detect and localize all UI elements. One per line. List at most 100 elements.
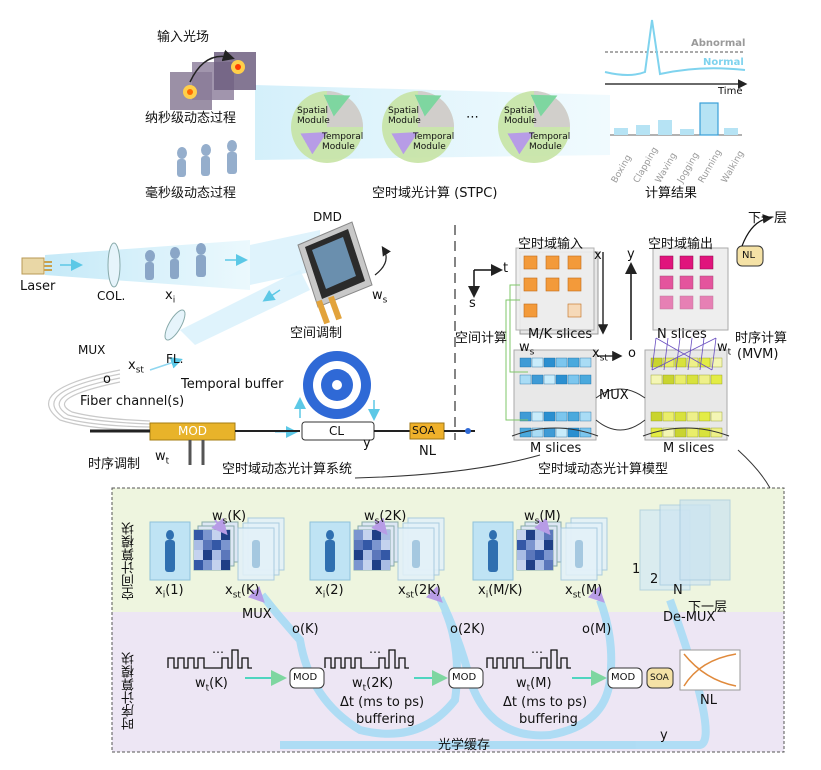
input-field-frames — [170, 49, 256, 110]
pulse-ellipsis: ⋯ — [212, 645, 224, 659]
pulse-train — [167, 649, 252, 669]
input-cell — [523, 277, 538, 292]
mux-cell-left — [519, 427, 532, 438]
label-col: COL. — [97, 289, 126, 303]
input-cell — [523, 255, 538, 270]
weight-cell — [526, 560, 535, 570]
weight-cell — [517, 560, 526, 570]
mux-cell-left — [579, 411, 592, 422]
input-grid — [523, 255, 582, 318]
weight-cell — [363, 550, 372, 560]
label-m-slices-right: M slices — [663, 441, 715, 456]
label-xst-m: xst(M) — [565, 583, 603, 601]
modulator — [90, 422, 300, 465]
label-axis-t: t — [503, 261, 509, 276]
label-xst-system: xst — [128, 358, 144, 376]
label-input-field: 输入光场 — [157, 30, 210, 45]
nl-box-model — [736, 245, 764, 267]
mux-cell-left — [567, 411, 580, 422]
mux-cell-left — [519, 411, 532, 422]
label-temporal-buffer: Temporal buffer — [181, 377, 284, 392]
mux-cell-right — [698, 374, 711, 385]
mux-cell-left — [531, 374, 544, 385]
label-m-slices-left: M slices — [530, 441, 582, 456]
label-axis-s: s — [469, 296, 476, 311]
label-nl-model: NL — [742, 250, 756, 261]
label-n2: 2 — [650, 572, 659, 587]
output-cell — [679, 295, 694, 310]
stpc-module-3 — [498, 91, 570, 163]
soa-box-bottom — [646, 667, 674, 689]
label-xst-2k: xst(2K) — [398, 583, 441, 601]
weight-cell — [526, 530, 535, 540]
top-panel — [170, 19, 748, 177]
label-mod-system: MOD — [178, 424, 208, 438]
weight-cell — [372, 560, 381, 570]
label-o-m: o(M) — [582, 622, 612, 637]
weight-cell — [381, 540, 390, 550]
weight-cell — [372, 550, 381, 560]
runner-silhouettes — [177, 140, 237, 177]
label-xi-system: xi — [165, 288, 176, 306]
weight-cell — [372, 530, 381, 540]
label-mux-bottom: MUX — [242, 607, 272, 622]
label-demux: De-MUX — [663, 610, 716, 625]
output-cell — [699, 295, 714, 310]
output-frame-card — [397, 527, 435, 581]
beam-runners — [145, 243, 206, 280]
weight-cell — [535, 540, 544, 550]
output-cell — [679, 275, 694, 290]
label-dt-2: Δt (ms to ps) — [503, 695, 588, 710]
label-fiber: Fiber channel(s) — [80, 394, 185, 409]
label-ws-model: ws — [519, 340, 535, 358]
mux-cell-left — [555, 357, 568, 368]
label-optical-buffer: 光学缓存 — [438, 738, 491, 753]
label-st-output: 空时域输出 — [648, 237, 714, 252]
weight-cell — [517, 550, 526, 560]
label-temporal-mod: 时序调制 — [88, 457, 141, 472]
weight-cell — [221, 550, 230, 560]
pulse-train — [324, 649, 409, 669]
mux-cell-left — [579, 357, 592, 368]
output-cell — [679, 255, 694, 270]
label-ms-process: 毫秒级动态过程 — [145, 186, 237, 201]
label-y-bottom: y — [660, 728, 668, 743]
mod-box-3 — [607, 667, 643, 689]
signal-plot — [604, 19, 748, 89]
weight-cell — [535, 530, 544, 540]
label-spatial-block: 空间计算模块 — [122, 522, 137, 600]
label-ws-system: ws — [372, 288, 388, 306]
module3-temporal: Temporal Module — [529, 132, 571, 152]
label-temporal-block: 时序计算模块 — [122, 652, 137, 730]
weight-cell — [381, 560, 390, 570]
label-st-input: 空时域输入 — [518, 237, 584, 252]
label-spatial-compute: 空间计算 — [455, 331, 508, 346]
label-next-layer-model: 下一层 — [748, 211, 788, 226]
mux-cell-left — [543, 357, 556, 368]
mux-cell-right — [674, 427, 687, 438]
label-fl: FL. — [166, 352, 184, 366]
input-cell — [523, 303, 538, 318]
mux-cell-right — [650, 411, 663, 422]
label-y-system: y — [363, 436, 371, 451]
output-cell — [659, 275, 674, 290]
mux-cell-right — [662, 357, 675, 368]
module2-spatial: Spatial Module — [388, 106, 421, 126]
label-soa-bottom: SOA — [650, 673, 669, 683]
label-laser: Laser — [20, 279, 56, 294]
module2-temporal: Temporal Module — [413, 132, 455, 152]
mux-cell-right — [662, 411, 675, 422]
input-cell — [567, 255, 582, 270]
weight-cell — [203, 530, 212, 540]
output-grid — [659, 255, 714, 310]
dmd-device — [297, 221, 391, 325]
demux-frames — [639, 499, 731, 591]
label-ws-k: ws(K) — [212, 509, 247, 527]
mux-cell-left — [567, 427, 580, 438]
weight-cell — [517, 530, 526, 540]
label-spatial-mod: 空间调制 — [290, 326, 343, 341]
label-nl-bottom: NL — [700, 693, 717, 708]
label-mod-b1: MOD — [293, 672, 318, 683]
module1-spatial: Spatial Module — [297, 106, 330, 126]
weight-cell — [535, 550, 544, 560]
